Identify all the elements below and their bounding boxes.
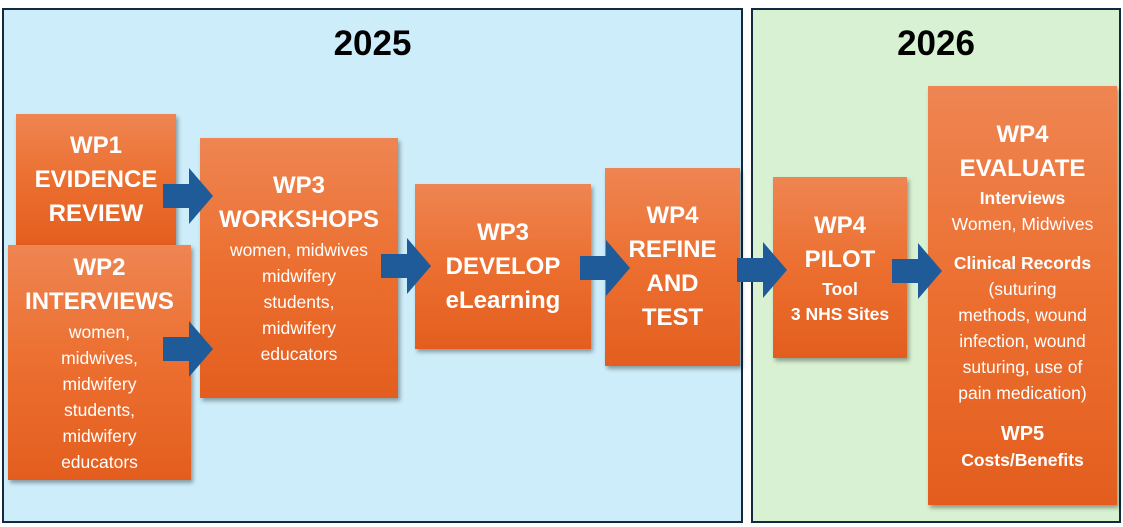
year-title-2026: 2026	[897, 24, 975, 63]
wp4p-line: 3 NHS Sites	[790, 303, 890, 324]
wp3w-line: educators	[260, 344, 338, 364]
wp4e-label: WP4	[996, 121, 1049, 148]
wp1-evidence-review-box: WP1 EVIDENCE REVIEW	[16, 114, 176, 246]
wp3w-line: midwifery	[262, 318, 336, 338]
wp4e-line: suturing, use of	[962, 357, 1083, 377]
wp4-refine-test-box: WP4 REFINE AND TEST	[605, 168, 740, 366]
wp4e-title: EVALUATE	[959, 155, 1086, 182]
wp2-line: midwives,	[61, 347, 138, 368]
wp1-label: WP1	[69, 132, 122, 159]
arrow-right-icon	[737, 242, 787, 298]
wp3d-label: WP3	[476, 218, 529, 246]
wp3d-subtitle: eLearning	[445, 286, 561, 314]
wp3w-line: midwifery	[262, 266, 336, 286]
wp2-line: women,	[68, 321, 131, 342]
wp2-line: educators	[61, 451, 138, 472]
wp4p-label: WP4	[813, 211, 866, 239]
wp4e-line: methods, wound	[958, 305, 1087, 325]
wp4e-line: Women, Midwives	[951, 214, 1094, 234]
wp4-pilot-box: WP4 PILOT Tool 3 NHS Sites	[773, 177, 907, 358]
wp4e-line: (suturing	[988, 279, 1057, 299]
arrow-right-icon	[163, 168, 213, 224]
wp1-title-line2: REVIEW	[48, 200, 144, 227]
wp1-title-line1: EVIDENCE	[34, 166, 158, 193]
wp4r-line: TEST	[641, 304, 704, 331]
arrow-right-icon	[381, 238, 431, 294]
wp4e-line: infection, wound	[959, 331, 1086, 351]
wp4e-interviews-heading: Interviews	[979, 188, 1066, 208]
wp4r-line: AND	[646, 270, 699, 297]
arrow-right-icon	[163, 321, 213, 377]
wp4-evaluate-box: WP4 EVALUATE Interviews Women, Midwives …	[928, 86, 1117, 505]
wp2-label: WP2	[73, 253, 126, 281]
wp5-title: Costs/Benefits	[961, 450, 1084, 470]
arrow-right-icon	[892, 243, 942, 299]
wp5-label: WP5	[1000, 423, 1045, 445]
wp4e-records-heading: Clinical Records	[953, 253, 1092, 273]
wp2-line: midwifery	[62, 425, 137, 446]
wp2-line: midwifery	[62, 373, 137, 394]
wp2-title: INTERVIEWS	[25, 287, 174, 315]
wp4r-line: REFINE	[628, 236, 717, 263]
wp3w-line: students,	[263, 292, 335, 312]
wp3-develop-box: WP3 DEVELOP eLearning	[415, 184, 591, 349]
wp3-workshops-box: WP3 WORKSHOPS women, midwives midwifery …	[200, 138, 398, 398]
wp2-interviews-box: WP2 INTERVIEWS women, midwives, midwifer…	[8, 245, 191, 480]
wp4e-line: pain medication)	[958, 383, 1087, 403]
wp3w-label: WP3	[272, 172, 325, 199]
wp4p-line: Tool	[822, 278, 858, 299]
year-title-2025: 2025	[333, 24, 412, 63]
wp3w-title: WORKSHOPS	[218, 206, 379, 233]
wp3d-title: DEVELOP	[445, 252, 561, 280]
wp4p-title: PILOT	[804, 245, 876, 273]
wp3w-line: women, midwives	[229, 240, 369, 260]
arrow-right-icon	[580, 240, 630, 296]
wp2-line: students,	[63, 399, 136, 420]
wp4r-label: WP4	[646, 202, 699, 229]
